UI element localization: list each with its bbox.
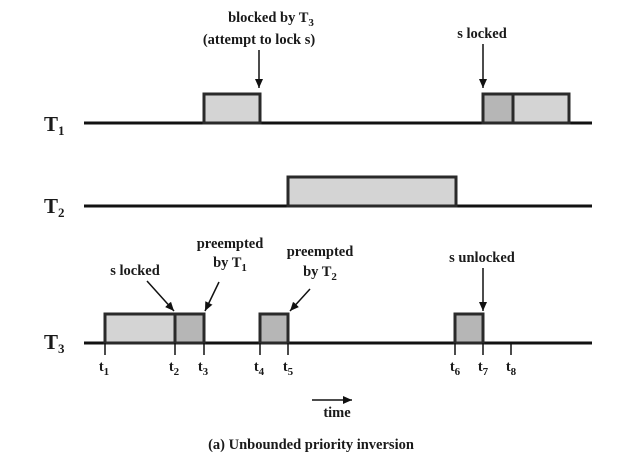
t3-execution	[103, 312, 177, 345]
t3-critical-section-1	[173, 312, 206, 345]
tick-label-t7: t7	[478, 359, 489, 378]
tick-label-t3: t3	[198, 359, 209, 378]
t3-s-locked-annotation: s locked	[110, 263, 160, 279]
task-label-t3: T3	[44, 330, 65, 356]
preempted-t1-line1: preempted	[197, 236, 264, 252]
s-unlocked-annotation: s unlocked	[449, 250, 515, 266]
t1-critical-section	[481, 92, 515, 125]
tick-label-t8: t8	[506, 359, 517, 378]
task-label-t2: T2	[44, 194, 65, 220]
tick-label-t4: t4	[254, 359, 265, 378]
task-label-t1: T1	[44, 112, 65, 138]
t1-blocked-execution	[202, 92, 262, 125]
preempted-t2-arrow	[289, 288, 311, 312]
tick-label-t5: t5	[283, 359, 294, 378]
t2-execution	[286, 175, 458, 208]
t3-critical-section-3	[453, 312, 485, 345]
blocked-annotation-line2: (attempt to lock s)	[203, 32, 316, 48]
figure-caption: (a) Unbounded priority inversion	[208, 437, 414, 453]
preempted-t1-arrow	[204, 281, 220, 312]
tick-label-t2: t2	[169, 359, 180, 378]
preempted-t2-line1: preempted	[287, 244, 354, 260]
tick-label-t1: t1	[99, 359, 109, 378]
t3-critical-section-2	[258, 312, 290, 345]
time-ticks: t1 t2 t3 t4 t5 t6 t7 t8	[99, 343, 517, 378]
tick-label-t6: t6	[450, 359, 461, 378]
t3-s-locked-arrow	[146, 280, 175, 312]
blocked-annotation-line1: blocked by T3	[228, 10, 314, 29]
t1-s-locked-annotation: s locked	[457, 26, 507, 42]
time-label: time	[323, 405, 351, 421]
preempted-t2-line2: by T2	[303, 264, 337, 283]
t1-execution	[511, 92, 571, 125]
preempted-t1-line2: by T1	[213, 255, 247, 274]
